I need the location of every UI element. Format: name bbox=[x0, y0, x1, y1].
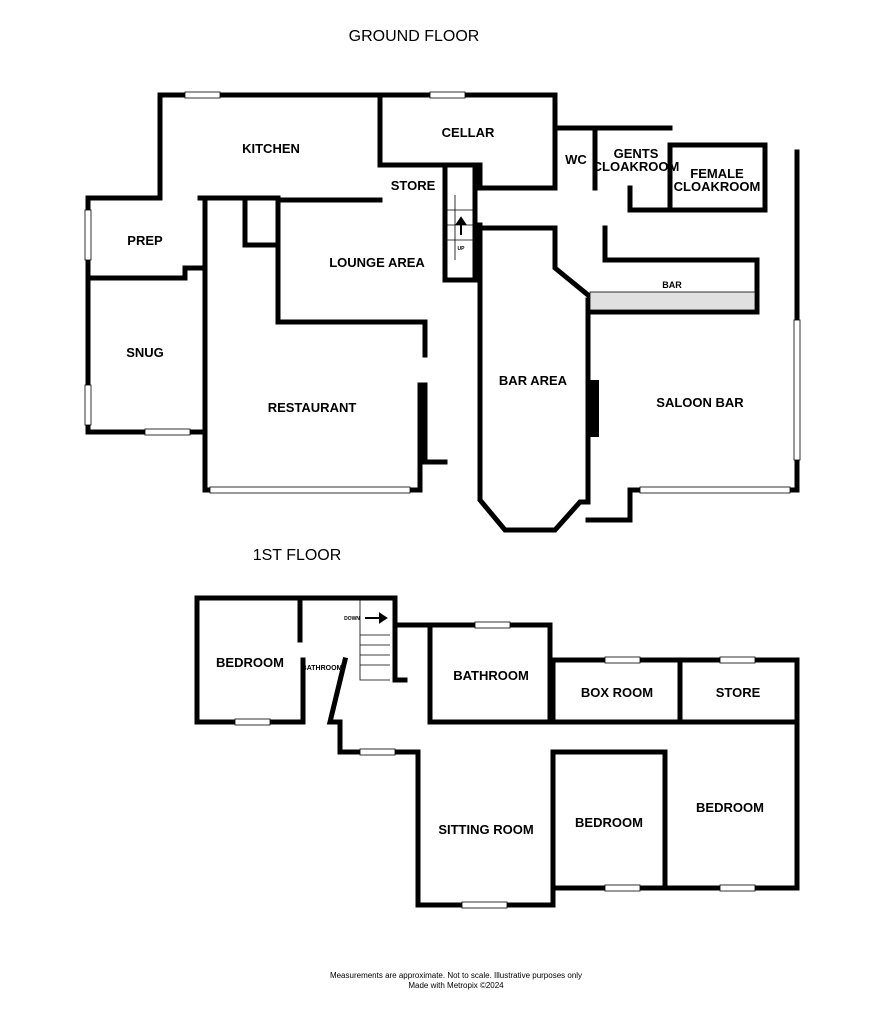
room-gents-cloakroom-1: GENTS bbox=[614, 146, 659, 161]
room-female-cloakroom-1: FEMALE bbox=[690, 166, 744, 181]
room-cellar: CELLAR bbox=[442, 125, 495, 140]
room-wc: WC bbox=[565, 152, 587, 167]
room-box-room: BOX ROOM bbox=[581, 685, 653, 700]
room-bar: BAR bbox=[662, 280, 682, 290]
stairs-down-label: DOWN bbox=[344, 616, 360, 622]
room-prep: PREP bbox=[127, 233, 163, 248]
first-floor-title: 1ST FLOOR bbox=[253, 547, 342, 564]
room-snug: SNUG bbox=[126, 345, 164, 360]
first-floor-walls bbox=[194, 595, 800, 909]
ground-floor-walls bbox=[84, 91, 801, 533]
footer-disclaimer: Measurements are approximate. Not to sca… bbox=[330, 971, 582, 980]
ground-floor-labels: KITCHEN CELLAR WC GENTS CLOAKROOM FEMALE… bbox=[126, 125, 760, 415]
room-female-cloakroom-2: CLOAKROOM bbox=[674, 179, 761, 194]
room-bedroom-middle: BEDROOM bbox=[575, 815, 643, 830]
room-kitchen: KITCHEN bbox=[242, 141, 300, 156]
first-floor-labels: BEDROOM BATHROOM DOWN BATHROOM BOX ROOM … bbox=[216, 616, 764, 837]
footer-credit: Made with Metropix ©2024 bbox=[408, 981, 504, 990]
bar-counter bbox=[589, 291, 756, 311]
room-gents-cloakroom-2: CLOAKROOM bbox=[593, 159, 680, 174]
stairs-up-label: UP bbox=[458, 246, 466, 252]
room-small-bathroom: BATHROOM bbox=[302, 665, 343, 672]
room-bar-area: BAR AREA bbox=[499, 373, 568, 388]
room-store: STORE bbox=[391, 178, 436, 193]
room-sitting-room: SITTING ROOM bbox=[438, 822, 533, 837]
room-bedroom-right: BEDROOM bbox=[696, 800, 764, 815]
room-bedroom-left: BEDROOM bbox=[216, 655, 284, 670]
room-restaurant: RESTAURANT bbox=[268, 400, 357, 415]
room-lounge-area: LOUNGE AREA bbox=[329, 255, 425, 270]
room-saloon-bar: SALOON BAR bbox=[656, 395, 744, 410]
ground-floor-title: GROUND FLOOR bbox=[349, 28, 480, 45]
room-store-first: STORE bbox=[716, 685, 761, 700]
room-bathroom: BATHROOM bbox=[453, 668, 529, 683]
